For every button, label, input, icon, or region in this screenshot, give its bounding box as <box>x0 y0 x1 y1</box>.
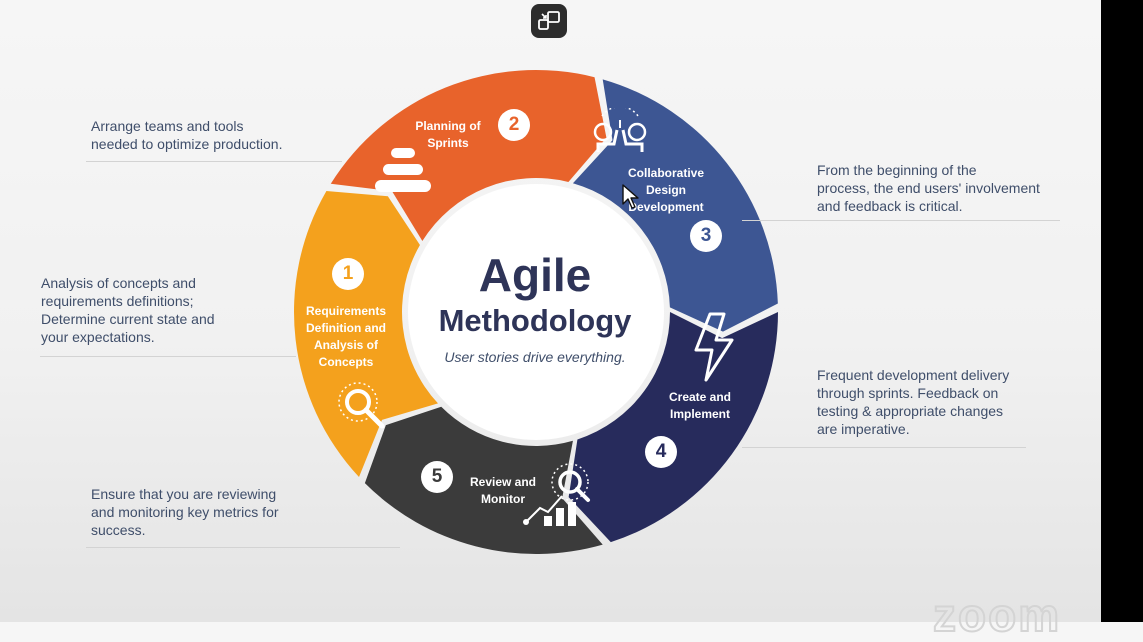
divider-requirements <box>40 356 296 357</box>
divider-collaborative <box>742 220 1060 221</box>
zoom-watermark: zoom <box>932 588 1062 642</box>
divider-create <box>742 447 1026 448</box>
segment-5-review <box>364 406 603 554</box>
diagram-subtitle: Methodology <box>438 303 632 338</box>
divider-planning <box>86 161 342 162</box>
diagram-title: Agile <box>478 249 592 301</box>
exit-fullscreen-button[interactable] <box>531 4 567 38</box>
lightning-icon <box>694 312 734 382</box>
growth-chart-icon <box>523 463 590 526</box>
cursor-arrow-icon <box>622 184 639 209</box>
diagram-tagline: User stories drive everything. <box>444 349 626 365</box>
stacked-layers-icon <box>375 148 431 192</box>
note-requirements: Analysis of concepts and requirements de… <box>41 275 215 345</box>
segment-2-planning <box>330 70 607 241</box>
step-4-label: Create and Implement <box>668 390 732 421</box>
slide: Agile Methodology User stories drive eve… <box>40 70 1060 642</box>
note-review: Ensure that you are reviewing and monito… <box>91 486 279 538</box>
screen-share-edge <box>1101 0 1143 622</box>
collaboration-icon <box>593 108 647 152</box>
step-5-label: Review and Monitor <box>469 475 537 506</box>
center-disc <box>408 184 664 440</box>
note-planning: Arrange teams and tools needed to optimi… <box>91 118 283 152</box>
step-1-badge: 1 <box>332 258 364 290</box>
step-2-badge: 2 <box>498 109 530 141</box>
segment-4-create <box>568 312 778 543</box>
exit-fullscreen-icon <box>538 11 560 30</box>
magnifier-icon <box>338 382 385 429</box>
step-4-badge: 4 <box>645 436 677 468</box>
step-1-label: Requirements Definition and Analysis of … <box>305 304 387 369</box>
cycle-ring <box>294 70 778 554</box>
step-2-label: Planning of Sprints <box>415 119 481 150</box>
divider-review <box>86 547 400 548</box>
step-3-label: Collaborative Design Development <box>627 166 705 214</box>
step-3-badge: 3 <box>690 220 722 252</box>
step-5-badge: 5 <box>421 461 453 493</box>
segment-1-requirements <box>294 191 438 478</box>
note-collaborative: From the beginning of the process, the e… <box>817 162 1040 214</box>
note-create: Frequent development delivery through sp… <box>817 367 1010 437</box>
